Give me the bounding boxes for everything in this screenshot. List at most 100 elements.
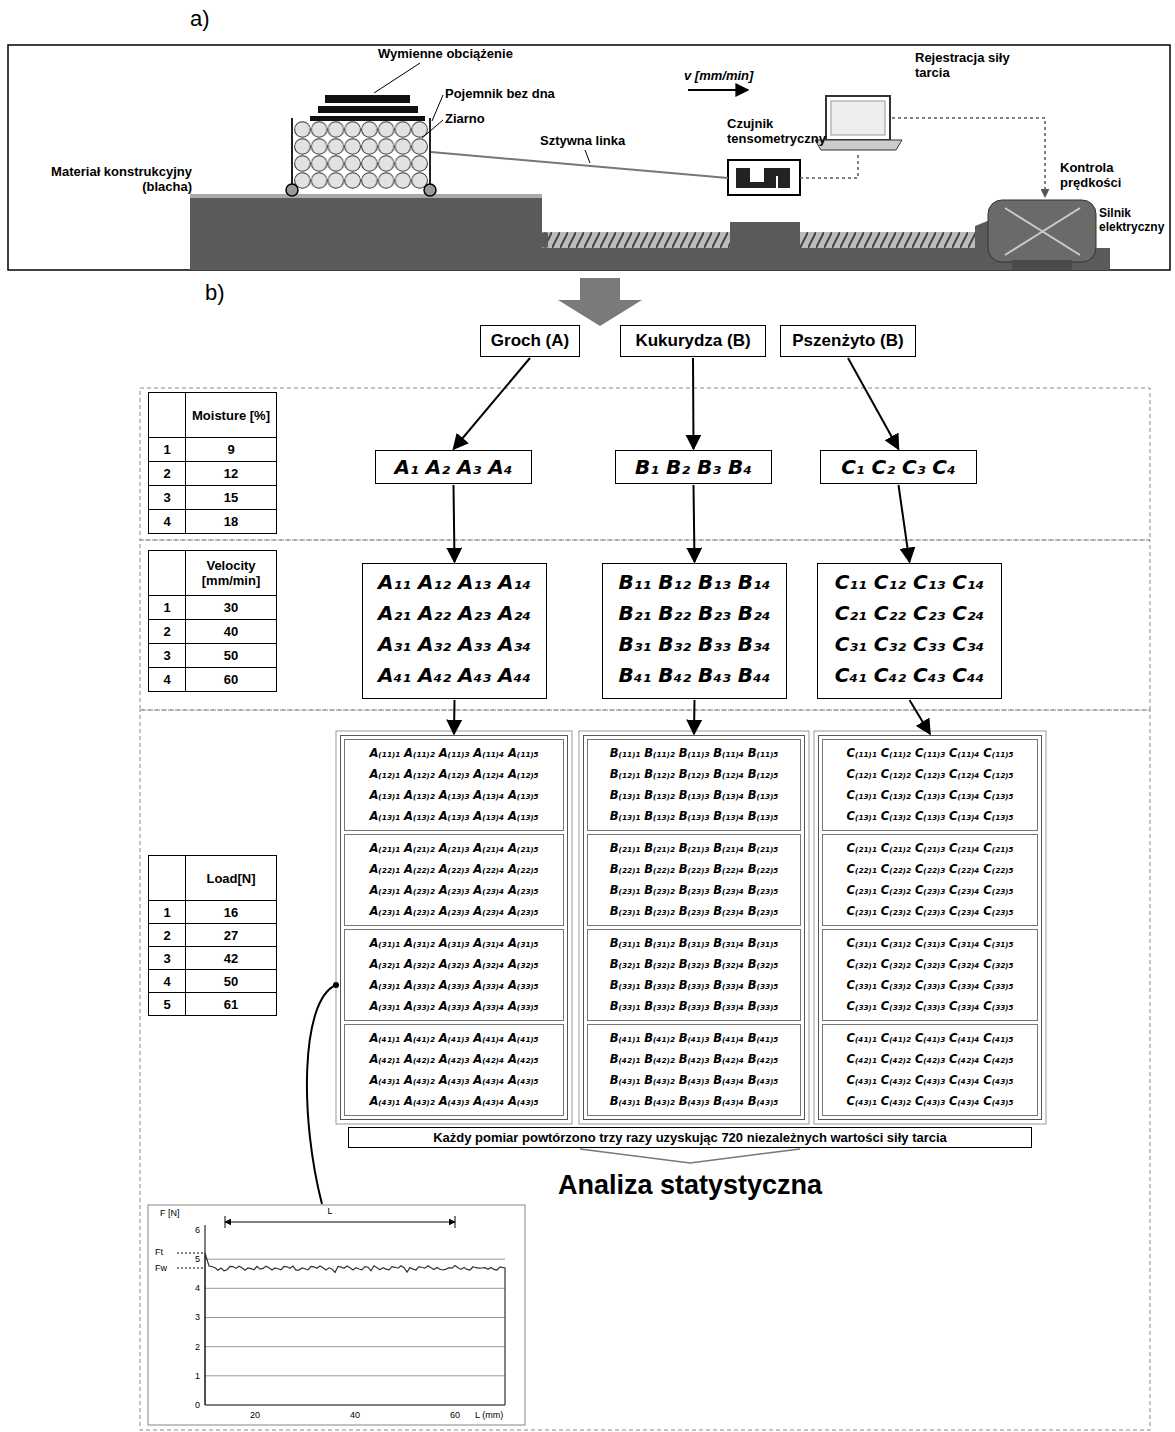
label-slot: 2	[182, 1341, 200, 1353]
table-cell: 4	[163, 514, 170, 529]
label-slot: 3	[148, 485, 186, 510]
label-slot: Moisture [%]	[185, 392, 277, 438]
box-text: C₍₃₁₎₁ C₍₃₁₎₂ C₍₃₁₎₃ C₍₃₁₎₄ C₍₃₁₎₅	[825, 933, 1035, 954]
box-text: C₍₂₁₎₁ C₍₂₁₎₂ C₍₂₁₎₃ C₍₂₁₎₄ C₍₂₁₎₅	[825, 838, 1035, 859]
box-text: C₍₃₂₎₁ C₍₃₂₎₂ C₍₃₂₎₃ C₍₃₂₎₄ C₍₃₂₎₅	[825, 954, 1035, 975]
label-slot: 4	[148, 969, 186, 993]
label-slot: 40	[343, 1409, 367, 1421]
box-text: A₍₂₁₎₁ A₍₂₁₎₂ A₍₂₁₎₃ A₍₂₁₎₄ A₍₂₁₎₅	[347, 838, 561, 859]
leader-curve	[307, 985, 336, 1204]
part-label: Sztywna linka	[540, 133, 625, 148]
box-text: B₍₄₁₎₁ B₍₄₁₎₂ B₍₄₁₎₃ B₍₄₁₎₄ B₍₄₁₎₅	[590, 1028, 798, 1049]
table-cell: 27	[224, 928, 238, 943]
table-cell: 2	[163, 624, 170, 639]
force-label: Fw	[155, 1263, 167, 1273]
label-slot: 5	[148, 992, 186, 1016]
connector-arrow	[692, 358, 695, 449]
axis-tick: 4	[195, 1283, 200, 1293]
box-text: A₍₃₁₎₁ A₍₃₁₎₂ A₍₃₁₎₃ A₍₃₁₎₄ A₍₃₁₎₅	[347, 933, 561, 954]
note-box: Każdy pomiar powtórzono trzy razy uzysku…	[348, 1127, 1032, 1148]
label-slot: 27	[185, 923, 277, 947]
box-text: C₍₂₃₎₁ C₍₂₃₎₂ C₍₂₃₎₃ C₍₂₃₎₄ C₍₂₃₎₅	[825, 901, 1035, 922]
box-text: A₍₁₃₎₁ A₍₁₃₎₂ A₍₁₃₎₃ A₍₁₃₎₄ A₍₁₃₎₅	[347, 785, 561, 806]
load-group: C₍₁₁₎₁ C₍₁₁₎₂ C₍₁₁₎₃ C₍₁₁₎₄ C₍₁₁₎₅C₍₁₂₎₁…	[818, 735, 1042, 1120]
label-slot: 1	[148, 437, 186, 462]
label-slot: 18	[185, 509, 277, 534]
analysis-label: Analiza statystyczna	[558, 1170, 822, 1200]
box-text: B₁ B₂ B₃ B₄	[616, 451, 771, 483]
load-box: B₍₄₁₎₁ B₍₄₁₎₂ B₍₄₁₎₃ B₍₄₁₎₄ B₍₄₁₎₅B₍₄₂₎₁…	[587, 1024, 801, 1116]
table-cell: 1	[163, 905, 170, 920]
label-slot: Rejestracja siły tarcia	[915, 50, 1025, 80]
box-text: C₍₄₂₎₁ C₍₄₂₎₂ C₍₄₂₎₃ C₍₄₂₎₄ C₍₄₂₎₅	[825, 1049, 1035, 1070]
funnel	[580, 1149, 800, 1163]
table-cell: 18	[224, 514, 238, 529]
label-slot: 50	[185, 969, 277, 993]
box-text: A₍₃₂₎₁ A₍₃₂₎₂ A₍₃₂₎₃ A₍₃₂₎₄ A₍₃₂₎₅	[347, 954, 561, 975]
label-slot: 1	[148, 595, 186, 620]
part-label: Wymienne obciążenie	[378, 46, 513, 61]
box-text: B₃₁ B₃₂ B₃₃ B₃₄	[603, 629, 786, 660]
test-stand	[8, 45, 1170, 270]
label-slot: Ziarno	[445, 111, 525, 126]
length-label: L	[327, 1206, 332, 1216]
velocity-box: B₁₁ B₁₂ B₁₃ B₁₄B₂₁ B₂₂ B₂₃ B₂₄B₃₁ B₃₂ B₃…	[602, 563, 787, 699]
box-text: Każdy pomiar powtórzono trzy razy uzysku…	[349, 1128, 1031, 1147]
moisture-box: A₁ A₂ A₃ A₄	[375, 450, 532, 484]
moisture-box: B₁ B₂ B₃ B₄	[615, 450, 772, 484]
table-cell: 1	[163, 442, 170, 457]
table-cell: 15	[224, 490, 238, 505]
label-slot: 20	[243, 1409, 267, 1421]
load-group: A₍₁₁₎₁ A₍₁₁₎₂ A₍₁₁₎₃ A₍₁₁₎₄ A₍₁₁₎₅A₍₁₂₎₁…	[340, 735, 568, 1120]
axis-tick: 6	[195, 1225, 200, 1235]
box-text: C₍₁₃₎₁ C₍₁₃₎₂ C₍₁₃₎₃ C₍₁₃₎₄ C₍₁₃₎₅	[825, 806, 1035, 827]
label-slot: Ft	[155, 1246, 177, 1258]
connector-arrow	[454, 358, 531, 449]
label-slot: 16	[185, 900, 277, 924]
crop-box: Groch (A)	[480, 325, 580, 357]
axis-label: L (mm)	[475, 1410, 503, 1420]
label-slot: 2	[148, 461, 186, 486]
label-slot: 0	[182, 1399, 200, 1411]
table-cell	[148, 855, 186, 901]
label-slot: 3	[182, 1311, 200, 1323]
part-label: Silnik elektryczny	[1099, 206, 1164, 234]
label-slot: Silnik elektryczny	[1099, 206, 1169, 234]
table-cell: 2	[163, 466, 170, 481]
force-label: Ft	[155, 1247, 163, 1257]
label-slot: 2	[148, 619, 186, 644]
label-slot: Sztywna linka	[540, 133, 660, 148]
box-text: A₍₄₃₎₁ A₍₄₃₎₂ A₍₄₃₎₃ A₍₄₃₎₄ A₍₄₃₎₅	[347, 1070, 561, 1091]
label-slot: 4	[182, 1282, 200, 1294]
label-slot: v [mm/min]	[684, 68, 784, 83]
load-box: B₍₁₁₎₁ B₍₁₁₎₂ B₍₁₁₎₃ B₍₁₁₎₄ B₍₁₁₎₅B₍₁₂₎₁…	[587, 739, 801, 831]
box-text: B₍₃₃₎₁ B₍₃₃₎₂ B₍₃₃₎₃ B₍₃₃₎₄ B₍₃₃₎₅	[590, 996, 798, 1017]
box-text: B₍₁₃₎₁ B₍₁₃₎₂ B₍₁₃₎₃ B₍₁₃₎₄ B₍₁₃₎₅	[590, 785, 798, 806]
box-text: B₂₁ B₂₂ B₂₃ B₂₄	[603, 598, 786, 629]
moisture-box: C₁ C₂ C₃ C₄	[820, 450, 977, 484]
box-text: B₍₁₂₎₁ B₍₁₂₎₂ B₍₁₂₎₃ B₍₁₂₎₄ B₍₁₂₎₅	[590, 764, 798, 785]
axis-tick: 40	[350, 1410, 360, 1420]
box-text: C₍₁₂₎₁ C₍₁₂₎₂ C₍₁₂₎₃ C₍₁₂₎₄ C₍₁₂₎₅	[825, 764, 1035, 785]
box-text: C₁ C₂ C₃ C₄	[821, 451, 976, 483]
table-cell: 12	[224, 466, 238, 481]
box-text: A₍₁₂₎₁ A₍₁₂₎₂ A₍₁₂₎₃ A₍₁₂₎₄ A₍₁₂₎₅	[347, 764, 561, 785]
box-text: A₍₃₃₎₁ A₍₃₃₎₂ A₍₃₃₎₃ A₍₃₃₎₄ A₍₃₃₎₅	[347, 996, 561, 1017]
box-text: A₍₁₁₎₁ A₍₁₁₎₂ A₍₁₁₎₃ A₍₁₁₎₄ A₍₁₁₎₅	[347, 743, 561, 764]
load-box: A₍₁₁₎₁ A₍₁₁₎₂ A₍₁₁₎₃ A₍₁₁₎₄ A₍₁₁₎₅A₍₁₂₎₁…	[344, 739, 564, 831]
label-slot: 60	[185, 667, 277, 692]
box-text: B₍₁₃₎₁ B₍₁₃₎₂ B₍₁₃₎₃ B₍₁₃₎₄ B₍₁₃₎₅	[590, 806, 798, 827]
load-box: A₍₂₁₎₁ A₍₂₁₎₂ A₍₂₁₎₃ A₍₂₁₎₄ A₍₂₁₎₅A₍₂₂₎₁…	[344, 834, 564, 926]
table-cell: 4	[163, 672, 170, 687]
box-text: A₍₄₂₎₁ A₍₄₂₎₂ A₍₄₂₎₃ A₍₄₂₎₄ A₍₄₂₎₅	[347, 1049, 561, 1070]
load-box: A₍₃₁₎₁ A₍₃₁₎₂ A₍₃₁₎₃ A₍₃₁₎₄ A₍₃₁₎₅A₍₃₂₎₁…	[344, 929, 564, 1021]
label-slot: Fw	[155, 1262, 177, 1274]
box-text: B₍₂₃₎₁ B₍₂₃₎₂ B₍₂₃₎₃ B₍₂₃₎₄ B₍₂₃₎₅	[590, 880, 798, 901]
box-text: Pszenżyto (B)	[781, 326, 915, 356]
label-slot: 12	[185, 461, 277, 486]
load-box: B₍₃₁₎₁ B₍₃₁₎₂ B₍₃₁₎₃ B₍₃₁₎₄ B₍₃₁₎₅B₍₃₂₎₁…	[587, 929, 801, 1021]
label-slot: 1	[182, 1370, 200, 1382]
box-text: B₄₁ B₄₂ B₄₃ B₄₄	[603, 660, 786, 691]
load-box: C₍₄₁₎₁ C₍₄₁₎₂ C₍₄₁₎₃ C₍₄₁₎₄ C₍₄₁₎₅C₍₄₂₎₁…	[822, 1024, 1038, 1116]
label-slot: Wymienne obciążenie	[378, 46, 538, 61]
